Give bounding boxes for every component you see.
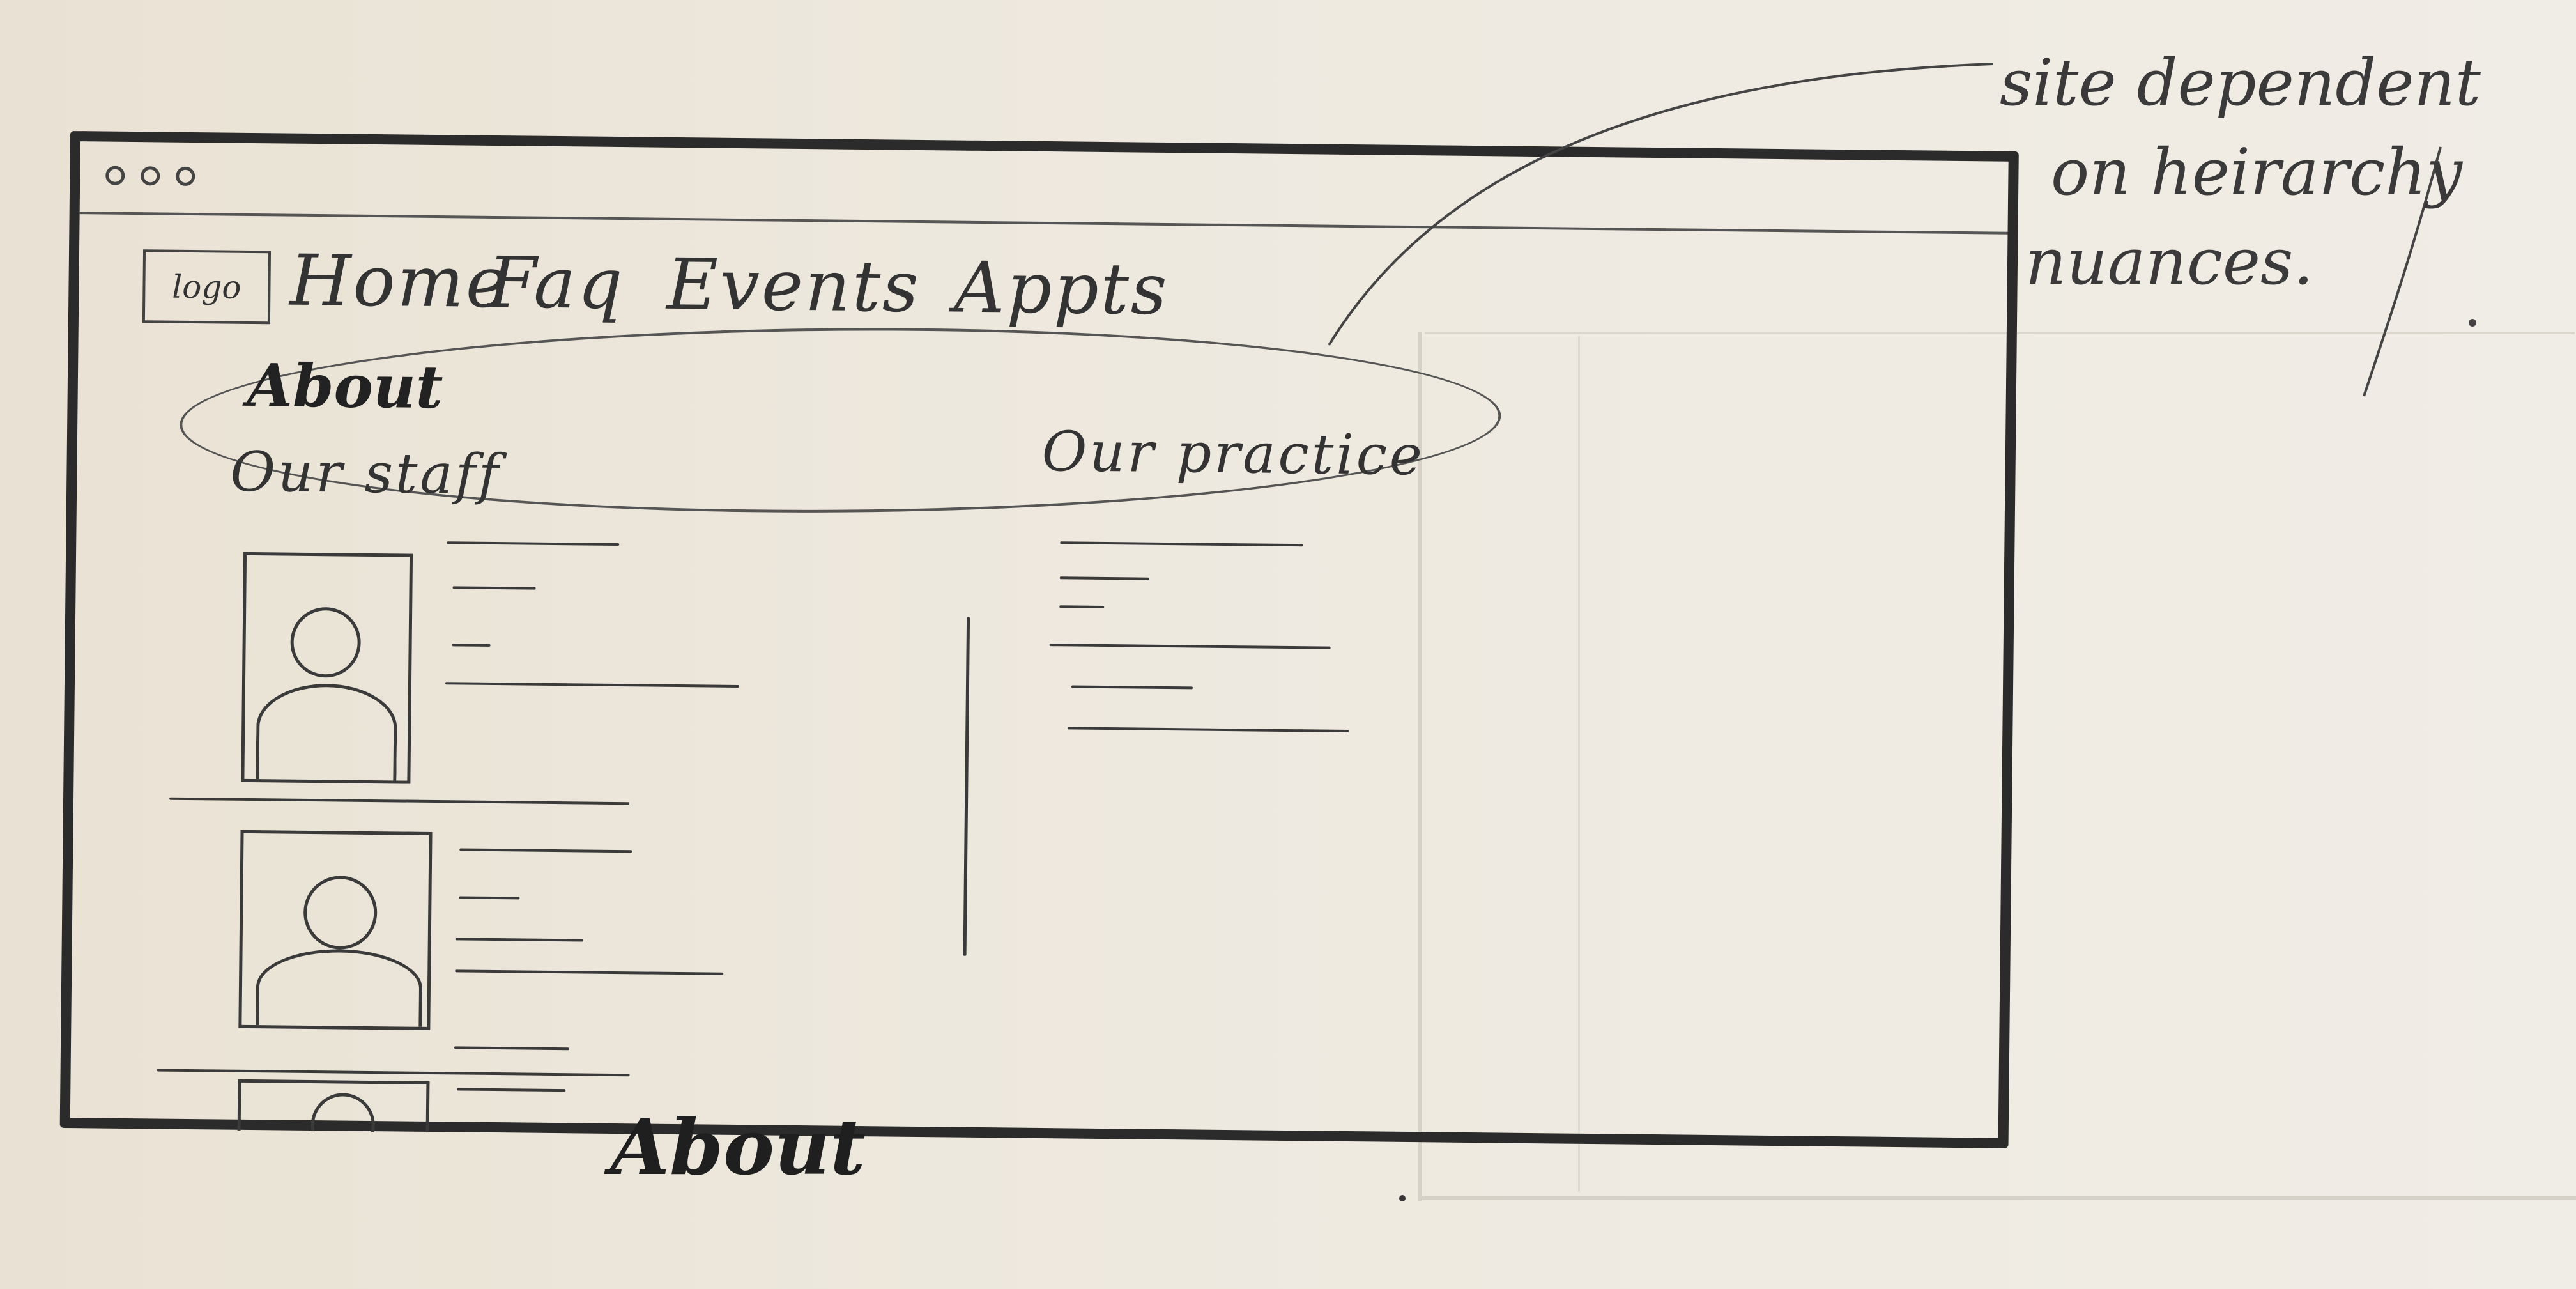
page-caption: About — [610, 1102, 866, 1193]
annotation-line-3: nuances. — [2025, 224, 2314, 299]
paper-edge-vertical — [1418, 332, 1422, 1201]
paper-edge-horizontal — [1422, 1196, 2576, 1200]
paper-edge-horizontal-2 — [1425, 332, 2575, 334]
paper-edge-vertical-2 — [1578, 336, 1580, 1192]
annotation-line-2: on heirarchy — [2051, 135, 2463, 210]
annotation-line-1: site dependent — [2000, 45, 2481, 120]
side-annotation: site dependent on heirarchy nuances. — [2000, 38, 2524, 307]
